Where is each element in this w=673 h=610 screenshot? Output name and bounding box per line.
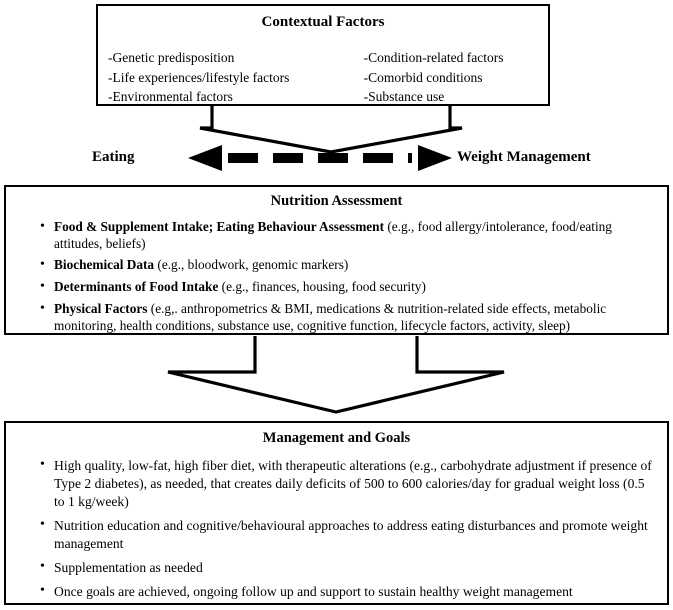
list-item: Once goals are achieved, ongoing follow …: [40, 582, 655, 601]
management-and-goals-title: Management and Goals: [262, 430, 411, 446]
list-item-lead: Determinants of Food Intake: [54, 279, 219, 295]
contextual-item: -Condition-related factors: [363, 50, 504, 65]
contextual-item: -Environmental factors: [108, 89, 233, 105]
contextual-factors-columns: -Genetic predisposition -Life experience…: [98, 48, 548, 107]
list-item: Nutrition education and cognitive/behavi…: [40, 516, 655, 553]
contextual-item: -Comorbid conditions: [363, 69, 483, 85]
contextual-factors-box: Contextual Factors -Genetic predispositi…: [96, 4, 550, 106]
contextual-right-column: -Condition-related factors -Comorbid con…: [364, 48, 548, 107]
list-item-detail: (e.g., finances, housing, food security): [218, 279, 426, 295]
bidirectional-dashed-arrow: [188, 145, 452, 171]
list-item-lead: Biochemical Data: [54, 257, 155, 273]
contextual-item: -Life experiences/lifestyle factors: [108, 69, 290, 85]
list-item: Food & Supplement Intake; Eating Behavio…: [40, 218, 655, 253]
contextual-item: -Genetic predisposition: [108, 50, 235, 65]
list-item: Physical Factors (e.g,. anthropometrics …: [40, 300, 655, 335]
nutrition-assessment-title: Nutrition Assessment: [270, 193, 403, 209]
arrowhead-left: [188, 145, 222, 171]
list-item: Determinants of Food Intake (e.g., finan…: [40, 278, 655, 296]
nutrition-assessment-list: Food & Supplement Intake; Eating Behavio…: [6, 218, 667, 335]
list-item: Supplementation as needed: [40, 558, 655, 577]
eating-label: Eating: [92, 149, 135, 165]
list-item-detail: (e.g., food allergy/intolerance, food/ea…: [54, 218, 612, 251]
list-item-detail: (e.g., bloodwork, genomic markers): [154, 257, 349, 273]
contextual-item: -Substance use: [363, 89, 445, 105]
weight-management-label: Weight Management: [457, 149, 591, 165]
funnel-arrow-lower: [167, 336, 505, 414]
arrowhead-right: [418, 145, 452, 171]
list-item-detail: (e.g,. anthropometrics & BMI, medication…: [54, 300, 607, 333]
list-item: Biochemical Data (e.g., bloodwork, genom…: [40, 256, 655, 274]
list-item-lead: Food & Supplement Intake; Eating Behavio…: [54, 218, 385, 234]
contextual-left-column: -Genetic predisposition -Life experience…: [98, 48, 364, 107]
management-and-goals-box: Management and Goals High quality, low-f…: [4, 421, 669, 605]
management-and-goals-list: High quality, low-fat, high fiber diet, …: [6, 456, 667, 602]
funnel-arrow-upper: [199, 106, 463, 154]
list-item: High quality, low-fat, high fiber diet, …: [40, 456, 655, 511]
nutrition-assessment-box: Nutrition Assessment Food & Supplement I…: [4, 185, 669, 335]
contextual-factors-title: Contextual Factors: [261, 14, 385, 30]
list-item-lead: Physical Factors: [54, 300, 148, 316]
